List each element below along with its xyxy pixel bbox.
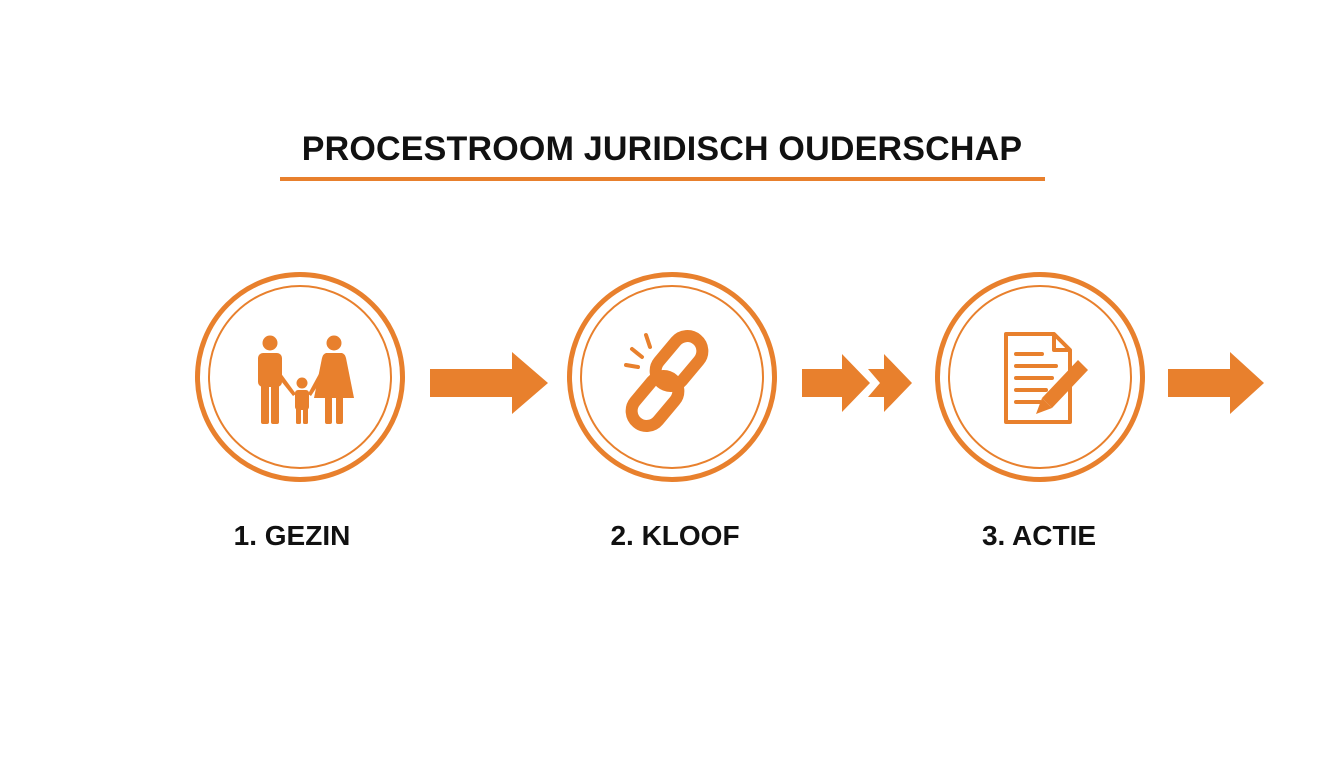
diagram-title: PROCESTROOM JURIDISCH OUDERSCHAP — [301, 130, 1023, 168]
family-icon — [258, 335, 354, 424]
title-underline — [280, 177, 1045, 181]
arrow-right-icon — [1168, 352, 1264, 414]
arrow-right-icon — [430, 352, 548, 414]
step-1-circle — [195, 272, 405, 482]
document-pen-icon — [1004, 332, 1088, 424]
step-3-label: 3. ACTIE — [981, 520, 1097, 551]
step-1-label: 1. GEZIN — [233, 520, 351, 551]
double-arrow-right-icon — [802, 354, 912, 412]
step-2-label: 2. KLOOF — [610, 520, 740, 551]
step-3-circle — [935, 272, 1145, 482]
broken-chain-icon — [624, 330, 709, 432]
step-2-circle — [567, 272, 777, 482]
